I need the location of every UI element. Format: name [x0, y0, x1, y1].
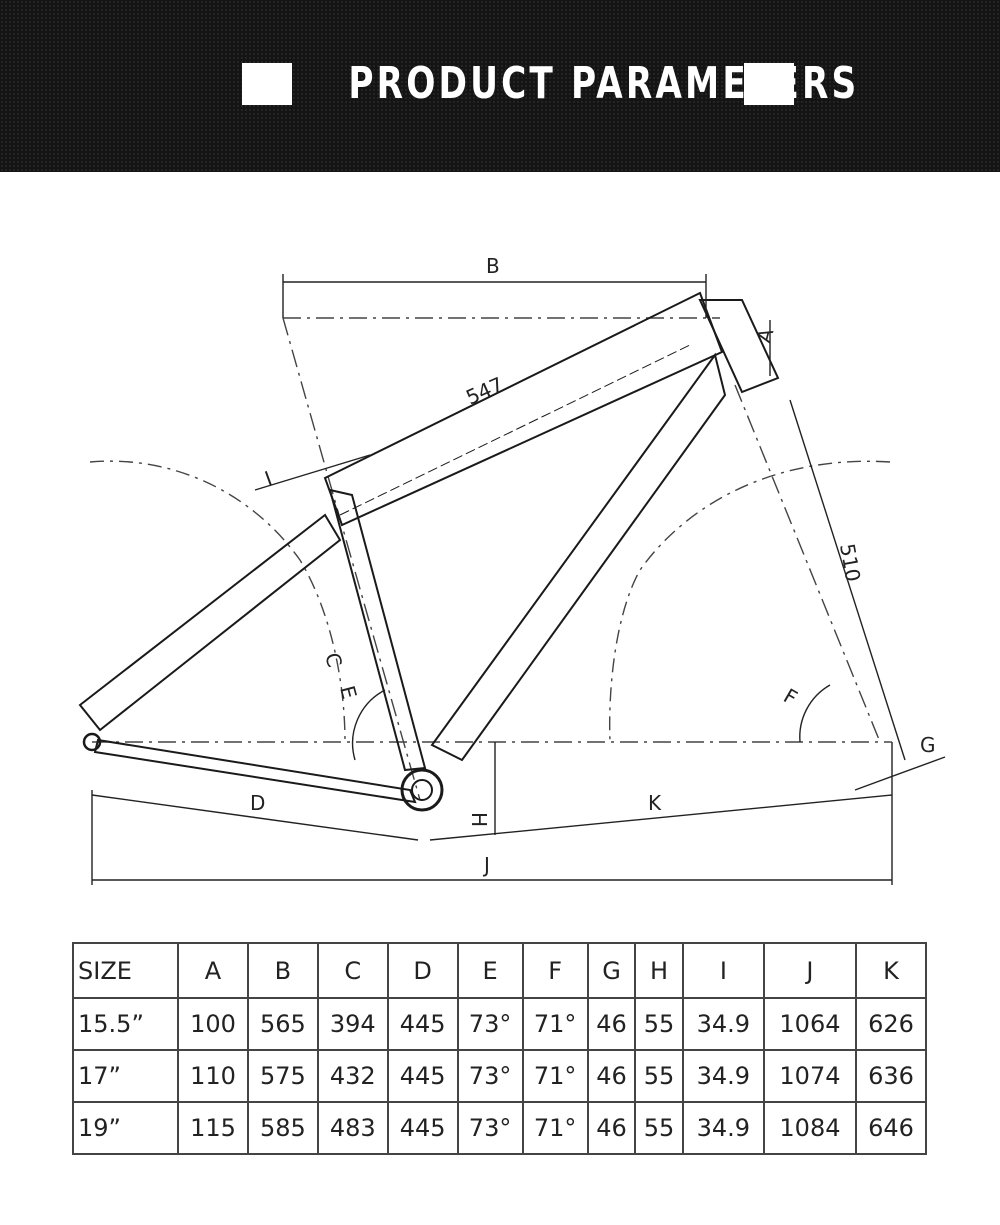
- table-cell: 71°: [521, 1101, 589, 1155]
- size-cell: 15.5”: [71, 997, 180, 1051]
- table-cell: 575: [246, 1049, 319, 1103]
- head-tube: [698, 299, 780, 394]
- table-cell: 34.9: [681, 1049, 765, 1103]
- table-cell: 626: [855, 997, 927, 1051]
- table-cell: 585: [246, 1101, 319, 1155]
- table-cell: 1074: [762, 1049, 858, 1103]
- dim-i-line: [254, 454, 371, 491]
- table-row: 15.5” 100 565 394 445 73° 71° 46 55 34.9…: [71, 997, 927, 1051]
- table-cell: 1064: [762, 997, 858, 1051]
- header-cell: F: [521, 942, 589, 999]
- header-cell: J: [762, 942, 858, 999]
- table-cell: 100: [177, 997, 249, 1051]
- table-cell: 445: [386, 1101, 459, 1155]
- table-cell: 445: [386, 997, 459, 1051]
- size-cell: 19”: [71, 1101, 180, 1155]
- banner-right-block: [744, 63, 794, 105]
- bike-frame: [78, 291, 780, 812]
- size-cell: 17”: [71, 1049, 180, 1103]
- label-b: B: [486, 254, 500, 278]
- header-cell: B: [246, 942, 319, 999]
- seat-axis-line: [282, 317, 421, 801]
- dim-510-line: [789, 399, 906, 761]
- front-wheel-arc: [609, 460, 891, 743]
- table-cell: 34.9: [681, 1101, 765, 1155]
- banner-left-block: [242, 63, 292, 105]
- down-tube: [430, 352, 727, 762]
- label-f: F: [780, 684, 802, 711]
- bottom-bracket-inner: [411, 779, 433, 801]
- header-cell: H: [634, 942, 684, 999]
- table-cell: 110: [177, 1049, 249, 1103]
- table-cell: 55: [634, 1049, 684, 1103]
- header-cell: I: [681, 942, 765, 999]
- frame-geometry-diagram: B A 547 510 I C E F G H D K J: [78, 254, 946, 885]
- header-cell: C: [316, 942, 389, 999]
- table-cell: 646: [855, 1101, 927, 1155]
- table-cell: 432: [316, 1049, 389, 1103]
- label-a: A: [752, 326, 779, 346]
- table-cell: 34.9: [681, 997, 765, 1051]
- table-header-row: SIZE A B C D E F G H I J K: [71, 942, 927, 999]
- top-tube: [323, 291, 724, 527]
- header-banner: PRODUCT PARAMETERS: [0, 0, 1000, 172]
- table-cell: 46: [586, 997, 637, 1051]
- table-row: 19” 115 585 483 445 73° 71° 46 55 34.9 1…: [71, 1101, 927, 1155]
- header-cell: SIZE: [71, 942, 180, 999]
- table-cell: 636: [855, 1049, 927, 1103]
- header-cell: D: [386, 942, 459, 999]
- rear-wheel-arc: [89, 460, 346, 743]
- label-c: C: [320, 650, 347, 670]
- table-cell: 1084: [762, 1101, 858, 1155]
- angle-f-arc: [799, 684, 831, 743]
- table-cell: 46: [586, 1101, 637, 1155]
- label-e: E: [335, 683, 361, 701]
- label-d: D: [250, 791, 265, 815]
- header-cell: E: [456, 942, 524, 999]
- top-tube-length: 547: [462, 372, 507, 409]
- table-cell: 55: [634, 997, 684, 1051]
- table-cell: 394: [316, 997, 389, 1051]
- table-cell: 73°: [456, 1049, 524, 1103]
- table-cell: 445: [386, 1049, 459, 1103]
- table-cell: 483: [316, 1101, 389, 1155]
- table-cell: 46: [586, 1049, 637, 1103]
- dim-d-line: [91, 794, 419, 841]
- label-k: K: [648, 791, 662, 815]
- table-cell: 71°: [521, 997, 589, 1051]
- rear-dropout: [82, 732, 102, 752]
- table-cell: 73°: [456, 1101, 524, 1155]
- dim-k-line: [429, 794, 893, 841]
- dimension-lines: [91, 274, 946, 885]
- seat-stay: [78, 513, 342, 732]
- top-tube-inner: [339, 344, 691, 516]
- header-cell: A: [177, 942, 249, 999]
- table-cell: 565: [246, 997, 319, 1051]
- table-cell: 115: [177, 1101, 249, 1155]
- angle-e-arc: [351, 689, 386, 761]
- seat-tube: [328, 488, 427, 772]
- bottom-bracket: [400, 768, 444, 812]
- label-g: G: [920, 733, 936, 757]
- label-h: H: [467, 812, 491, 827]
- table-cell: 73°: [456, 997, 524, 1051]
- head-to-axle-length: 510: [835, 542, 865, 584]
- steer-axis-line: [734, 384, 881, 743]
- table-cell: 55: [634, 1101, 684, 1155]
- size-spec-table: SIZE A B C D E F G H I J K 15.5” 100 565…: [71, 942, 927, 1155]
- dim-g-line: [854, 756, 946, 791]
- table-cell: 71°: [521, 1049, 589, 1103]
- header-cell: G: [586, 942, 637, 999]
- wheel-arcs: [89, 460, 891, 743]
- header-cell: K: [855, 942, 927, 999]
- label-j: J: [482, 853, 490, 877]
- table-row: 17” 110 575 432 445 73° 71° 46 55 34.9 1…: [71, 1049, 927, 1103]
- banner-title: PRODUCT PARAMETERS: [348, 58, 860, 109]
